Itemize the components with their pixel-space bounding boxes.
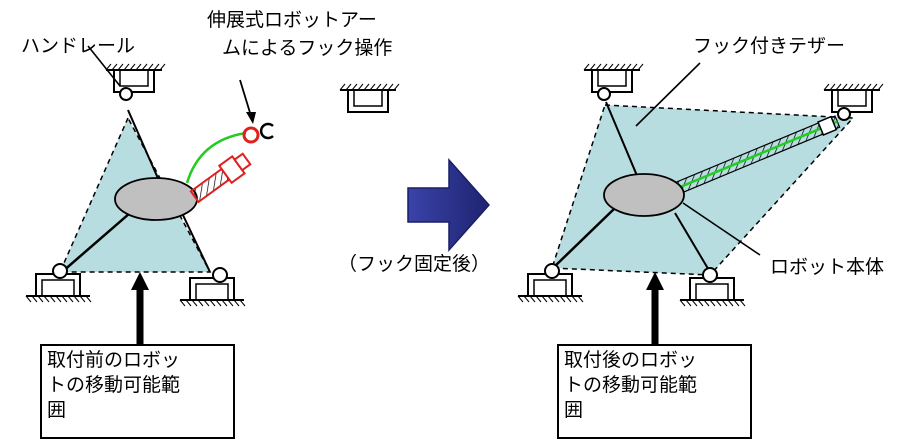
hook-fixed-label: （フック固定後）	[338, 253, 491, 275]
arm-label-line1: 伸展式ロボットアー	[207, 9, 377, 31]
handrail-bottom-right-2	[679, 267, 746, 307]
right-tether-right	[674, 212, 711, 273]
right-tether-top	[605, 101, 639, 179]
handrail-bottom-right-1	[517, 263, 584, 303]
right-robot-body	[603, 173, 685, 217]
right-region-arrowhead	[646, 272, 664, 290]
after-range-line1: 取付後のロボッ	[564, 349, 698, 371]
left-region-arrowhead	[131, 272, 149, 290]
robot-body-leader	[682, 202, 761, 256]
handrail-label: ハンドレール	[21, 35, 136, 57]
arm-hook-icon	[242, 126, 260, 144]
tether-leader	[635, 62, 701, 127]
handrail-top-left	[105, 63, 166, 101]
before-range-line3: 囲	[47, 399, 67, 421]
left-tether-right	[181, 212, 211, 273]
left-tether-top	[127, 109, 161, 184]
after-range-line3: 囲	[564, 399, 584, 421]
tether-label: フック付きテザー	[693, 35, 846, 57]
arm-label-line2: ムによるフック操作	[222, 37, 393, 59]
before-range-line1: 取付前のロボッ	[47, 349, 181, 371]
handrail-fixtures	[25, 63, 884, 307]
robot-body-label: ロボット本体	[770, 256, 885, 278]
before-range-line2: トの移動可能範	[47, 374, 181, 396]
right-tether-left	[552, 207, 616, 269]
after-range-box: 取付後のロボッ トの移動可能範 囲	[557, 344, 752, 439]
left-robot-body	[114, 177, 198, 221]
handrail-top-right	[583, 63, 644, 101]
handrail-top-center	[339, 83, 400, 113]
free-hook-icon	[259, 122, 274, 140]
handrail-bottom-left-2	[179, 267, 246, 307]
left-scene	[58, 109, 274, 273]
handrail-top-far-right	[823, 83, 884, 121]
handrail-bottom-left-1	[25, 263, 92, 303]
arm-annotation-arrowhead	[246, 112, 256, 124]
after-range-line2: トの移動可能範	[564, 374, 698, 396]
right-scene	[550, 62, 855, 276]
left-green-tether	[185, 131, 247, 184]
before-range-box: 取付前のロボッ トの移動可能範 囲	[40, 344, 235, 439]
left-tether-left	[61, 212, 131, 273]
transition-arrow	[407, 158, 491, 252]
arm-annotation-arrow	[239, 79, 252, 117]
extending-arm	[189, 152, 252, 204]
